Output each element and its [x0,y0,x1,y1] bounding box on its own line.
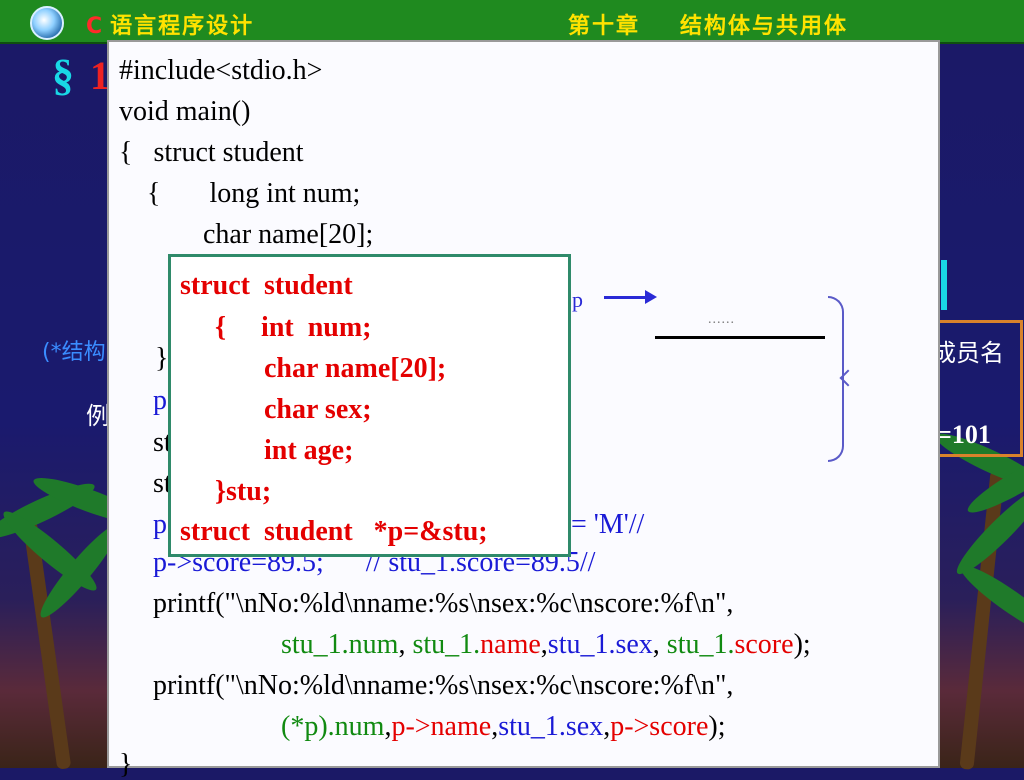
background-note: (*结构 [42,340,106,365]
code-line-struct: { struct student [119,137,304,168]
popup-line-pointer: struct student *p=&stu; [180,516,488,547]
arg-sep: , [491,711,499,742]
arrow-right-icon [645,290,657,304]
code-line-main: void main() [119,96,251,127]
chapter-subtitle: 结构体与共用体 [680,14,849,39]
chapter-number: 第十章 [568,14,641,39]
background-value: =101 [937,420,991,449]
code-sex-comment: = 'M'// [571,509,645,540]
popup-line-name: char name[20]; [180,353,447,384]
arg-end: ); [793,629,811,660]
code-peek-p2: p [153,509,167,540]
arg-name-field: name [480,629,541,660]
arg-ptr-name: p->name [391,711,492,742]
code-line-include: #include<stdio.h> [119,55,323,86]
chapter-title: 第十章 结构体与共用体 [568,8,848,40]
university-seal-icon [30,6,64,40]
diagram-dots: ...... [708,312,735,327]
diagram-cell-line [655,336,825,339]
struct-definition-popup: struct student { int num; char name[20];… [168,254,571,557]
diagram-brace-lower [828,378,844,462]
member-name-label: 成员名 [932,339,1004,367]
arg-name-prefix: stu_1. [412,629,481,660]
code-line-num: { long int num; [119,178,361,209]
popup-line-sex: char sex; [180,394,372,425]
arg-ptr-score: p->score [610,711,709,742]
arg-sep: , [652,629,667,660]
code-line-args1: stu_1.num, stu_1.name,stu_1.sex, stu_1.s… [281,630,811,660]
arg-sex-2: stu_1.sex [498,711,604,742]
arg-ptr-num: (*p).num [281,711,385,742]
popup-line-num: { int num; [180,312,372,343]
code-line-printf2: printf("\nNo:%ld\nname:%s\nsex:%c\nscore… [153,670,734,701]
background-example-char: 例 [86,402,110,430]
code-line-printf1: printf("\nNo:%ld\nname:%s\nsex:%c\nscore… [153,588,734,619]
code-peek-st2: st [153,468,172,499]
arg-sep: , [384,711,392,742]
popup-line-age: int age; [180,435,354,466]
arg-num: stu_1.num [281,629,399,660]
popup-line-close: }stu; [180,476,272,507]
course-title-rest: 语言程序设计 [110,14,255,39]
code-peek-p: p [153,385,167,416]
section-number: 1 [90,53,110,98]
section-sign: § [52,51,74,100]
diagram-brace-upper [828,296,844,378]
arg-sex: stu_1.sex [547,629,653,660]
code-line-args2: (*p).num,p->name,stu_1.sex,p->score); [281,712,726,742]
cyan-marker [941,260,947,310]
popup-line-struct: struct student [180,270,353,301]
code-line-close: } [119,749,133,780]
course-title-c: C [86,14,105,39]
arg-score-field: score [734,629,794,660]
arg-score-prefix: stu_1. [666,629,735,660]
code-peek-st1: st [153,427,172,458]
code-line-name: char name[20]; [119,219,374,250]
code-peek-brace: } [155,343,169,374]
arg-sep: , [540,629,548,660]
arg-sep: , [398,629,413,660]
diagram-pointer-label: p [572,287,583,312]
diagram-arrow [604,296,648,299]
arg-end: ); [708,711,726,742]
arg-sep: , [603,711,611,742]
